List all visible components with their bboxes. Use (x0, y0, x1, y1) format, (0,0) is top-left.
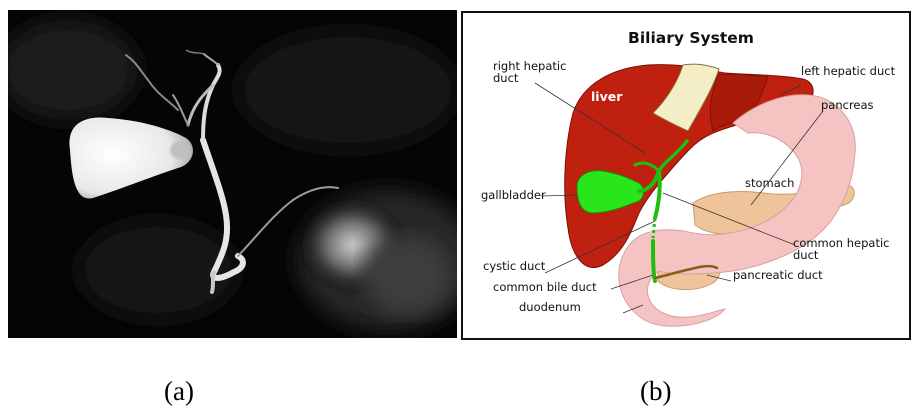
caption-panel-a: (a) (164, 376, 194, 407)
label-gallbladder: gallbladder (481, 188, 546, 202)
label-pancreatic-duct: pancreatic duct (733, 268, 823, 282)
label-right-hepatic-duct-line2: duct (493, 71, 519, 85)
label-cystic-duct: cystic duct (483, 259, 546, 273)
biliary-diagram-panel: Biliary System (461, 11, 911, 340)
label-duodenum: duodenum (519, 300, 581, 314)
label-left-hepatic-duct: left hepatic duct (801, 64, 896, 78)
label-common-bile-duct: common bile duct (493, 280, 597, 294)
label-pancreas: pancreas (821, 98, 874, 112)
mrcp-scan-image (8, 10, 457, 338)
label-liver: liver (591, 89, 623, 104)
biliary-diagram: Biliary System (463, 13, 909, 338)
label-common-hepatic-duct-line2: duct (793, 248, 819, 262)
diagram-title: Biliary System (628, 29, 754, 47)
label-stomach: stomach (745, 176, 794, 190)
mrcp-image-panel (8, 10, 457, 338)
caption-panel-b: (b) (640, 376, 671, 407)
